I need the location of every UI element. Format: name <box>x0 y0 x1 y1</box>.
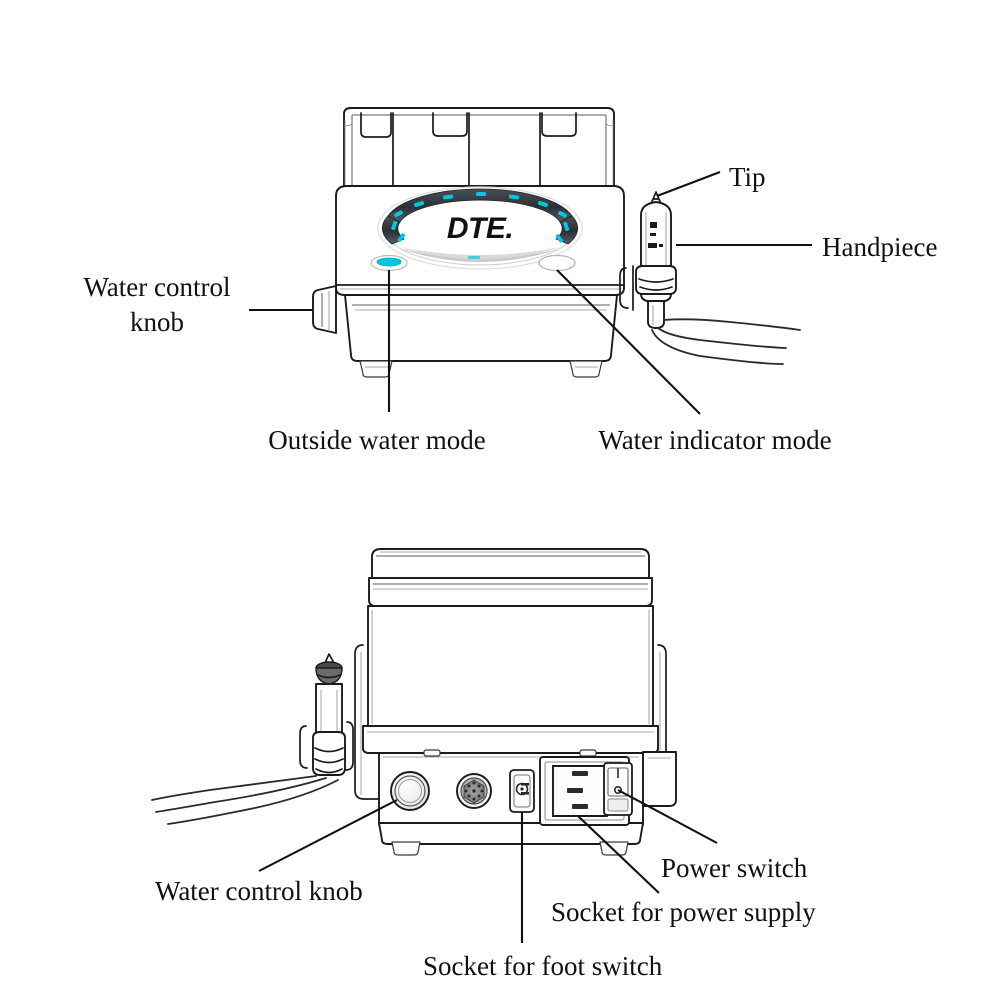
outside-water-mode-indicator[interactable] <box>370 254 408 272</box>
front-view-labels: Water control knob Tip Handpiece Outside… <box>83 162 937 455</box>
label-socket-for-power-supply: Socket for power supply <box>551 897 816 927</box>
rear-top-cap <box>368 548 653 607</box>
socket-for-foot-switch-port[interactable] <box>456 773 492 809</box>
handpiece-rear[interactable] <box>299 653 354 776</box>
handpiece-cable-rear <box>151 775 339 825</box>
control-ring-dial[interactable]: DTE. <box>377 186 583 270</box>
label-water-control-knob-line2: knob <box>130 307 184 337</box>
handpiece-markings-icon <box>648 222 663 248</box>
leader-water-control-knob-rear <box>258 799 398 872</box>
socket-for-power-supply-port[interactable] <box>539 756 630 826</box>
iec-pin-mid <box>567 788 583 793</box>
rear-view-labels: Water control knob Socket for foot switc… <box>155 853 816 981</box>
label-water-control-knob-line1: Water control <box>83 272 230 302</box>
rear-view-leaders <box>258 789 718 943</box>
panel-tab-left <box>423 749 441 757</box>
handpiece-front[interactable] <box>619 191 677 329</box>
front-view-leaders <box>249 171 812 415</box>
iec-pin-top <box>572 771 588 776</box>
rear-view-unit <box>151 548 677 856</box>
leader-power-switch <box>617 789 718 844</box>
handpiece-cable-front <box>651 318 801 365</box>
leader-socket-for-power-supply <box>577 815 660 894</box>
power-switch-control[interactable] <box>603 762 633 816</box>
slider-tick-icon <box>468 256 480 259</box>
rear-shoulder-band <box>362 725 659 754</box>
label-tip: Tip <box>729 162 766 192</box>
label-outside-water-mode: Outside water mode <box>268 425 485 455</box>
front-view-unit: DTE. <box>312 107 801 378</box>
label-power-switch: Power switch <box>661 853 808 883</box>
label-socket-for-foot-switch: Socket for foot switch <box>423 951 663 981</box>
label-water-control-knob-rear: Water control knob <box>155 876 363 906</box>
dte-logo: DTE. <box>447 212 513 245</box>
label-water-indicator-mode: Water indicator mode <box>598 425 831 455</box>
din-pins-icon <box>464 781 484 801</box>
rear-side-rails <box>354 644 677 807</box>
rear-main-wall <box>367 605 654 727</box>
water-control-knob-rear[interactable] <box>390 771 430 811</box>
fuse-socket-port[interactable] <box>509 769 535 813</box>
ring-tick-marks <box>391 192 570 243</box>
panel-tab-right <box>579 749 597 757</box>
tip-holder-tray <box>343 107 615 191</box>
iec-pin-bottom <box>572 804 588 809</box>
water-indicator-mode-indicator[interactable] <box>538 254 576 272</box>
leader-water-indicator-mode <box>556 269 701 415</box>
leader-tip <box>656 171 721 197</box>
label-handpiece: Handpiece <box>822 232 937 262</box>
water-control-knob-front[interactable] <box>312 285 337 334</box>
